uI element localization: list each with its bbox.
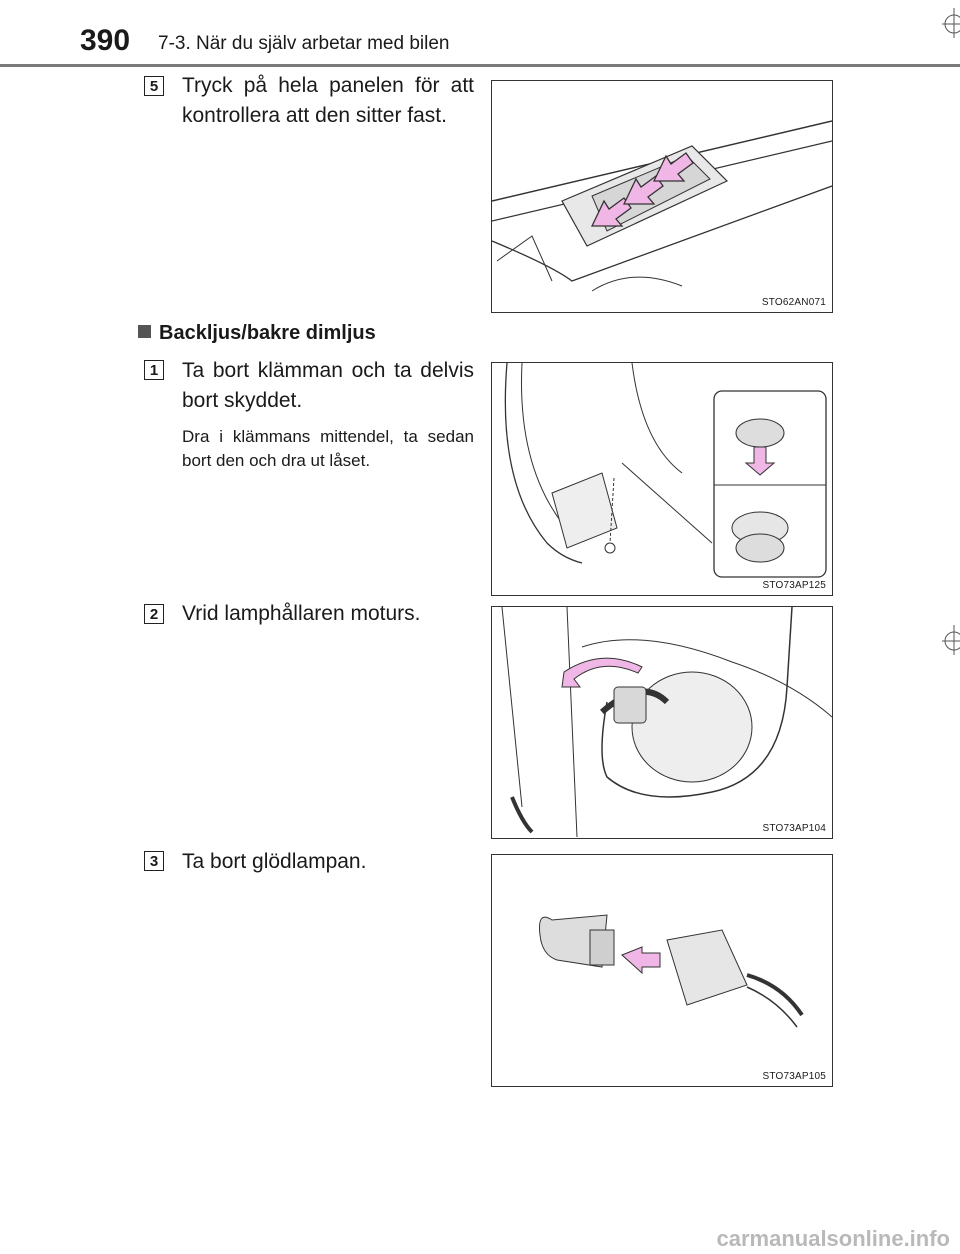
step-detail: Dra i klämmans mittendel, ta sedan bort … [182,427,474,470]
figure-code: STO73AP104 [762,823,826,834]
step-instruction: Vrid lamphållaren moturs. [182,602,421,625]
figure-bulb-removal: STO73AP105 [491,854,833,1087]
bulb-illustration [539,914,804,1028]
step-number-badge: 5 [144,76,164,96]
subsection-heading: Backljus/bakre dimljus [138,322,376,345]
figure-code: STO62AN071 [761,297,826,308]
watermark: carmanualsonline.info [716,1226,951,1251]
holder-illustration [501,607,832,838]
registration-mark-icon [942,8,960,38]
clip-illustration [504,363,827,578]
figure-panel-press: STO62AN071 [491,80,833,313]
figure-clip-removal: STO73AP125 [491,362,833,596]
step-instruction: Ta bort glödlampan. [182,850,367,873]
section-title: 7-3. När du själv arbetar med bilen [158,33,450,54]
panel-illustration [492,120,832,292]
registration-mark-icon [942,625,960,655]
step-number-badge: 2 [144,604,164,624]
figure-code: STO73AP125 [762,580,826,591]
figure-code: STO73AP105 [762,1071,826,1082]
figure-rotate-holder: STO73AP104 [491,606,833,839]
square-bullet-icon [138,325,151,338]
header-rule [0,64,960,67]
step-number-badge: 1 [144,360,164,380]
step-number-badge: 3 [144,851,164,871]
step-instruction: Ta bort klämman och ta delvis bort skydd… [182,359,474,412]
heading-text: Backljus/bakre dimljus [159,322,376,344]
step-instruction: Tryck på hela panelen för att kontroller… [182,74,474,127]
page-number: 390 [80,24,131,57]
